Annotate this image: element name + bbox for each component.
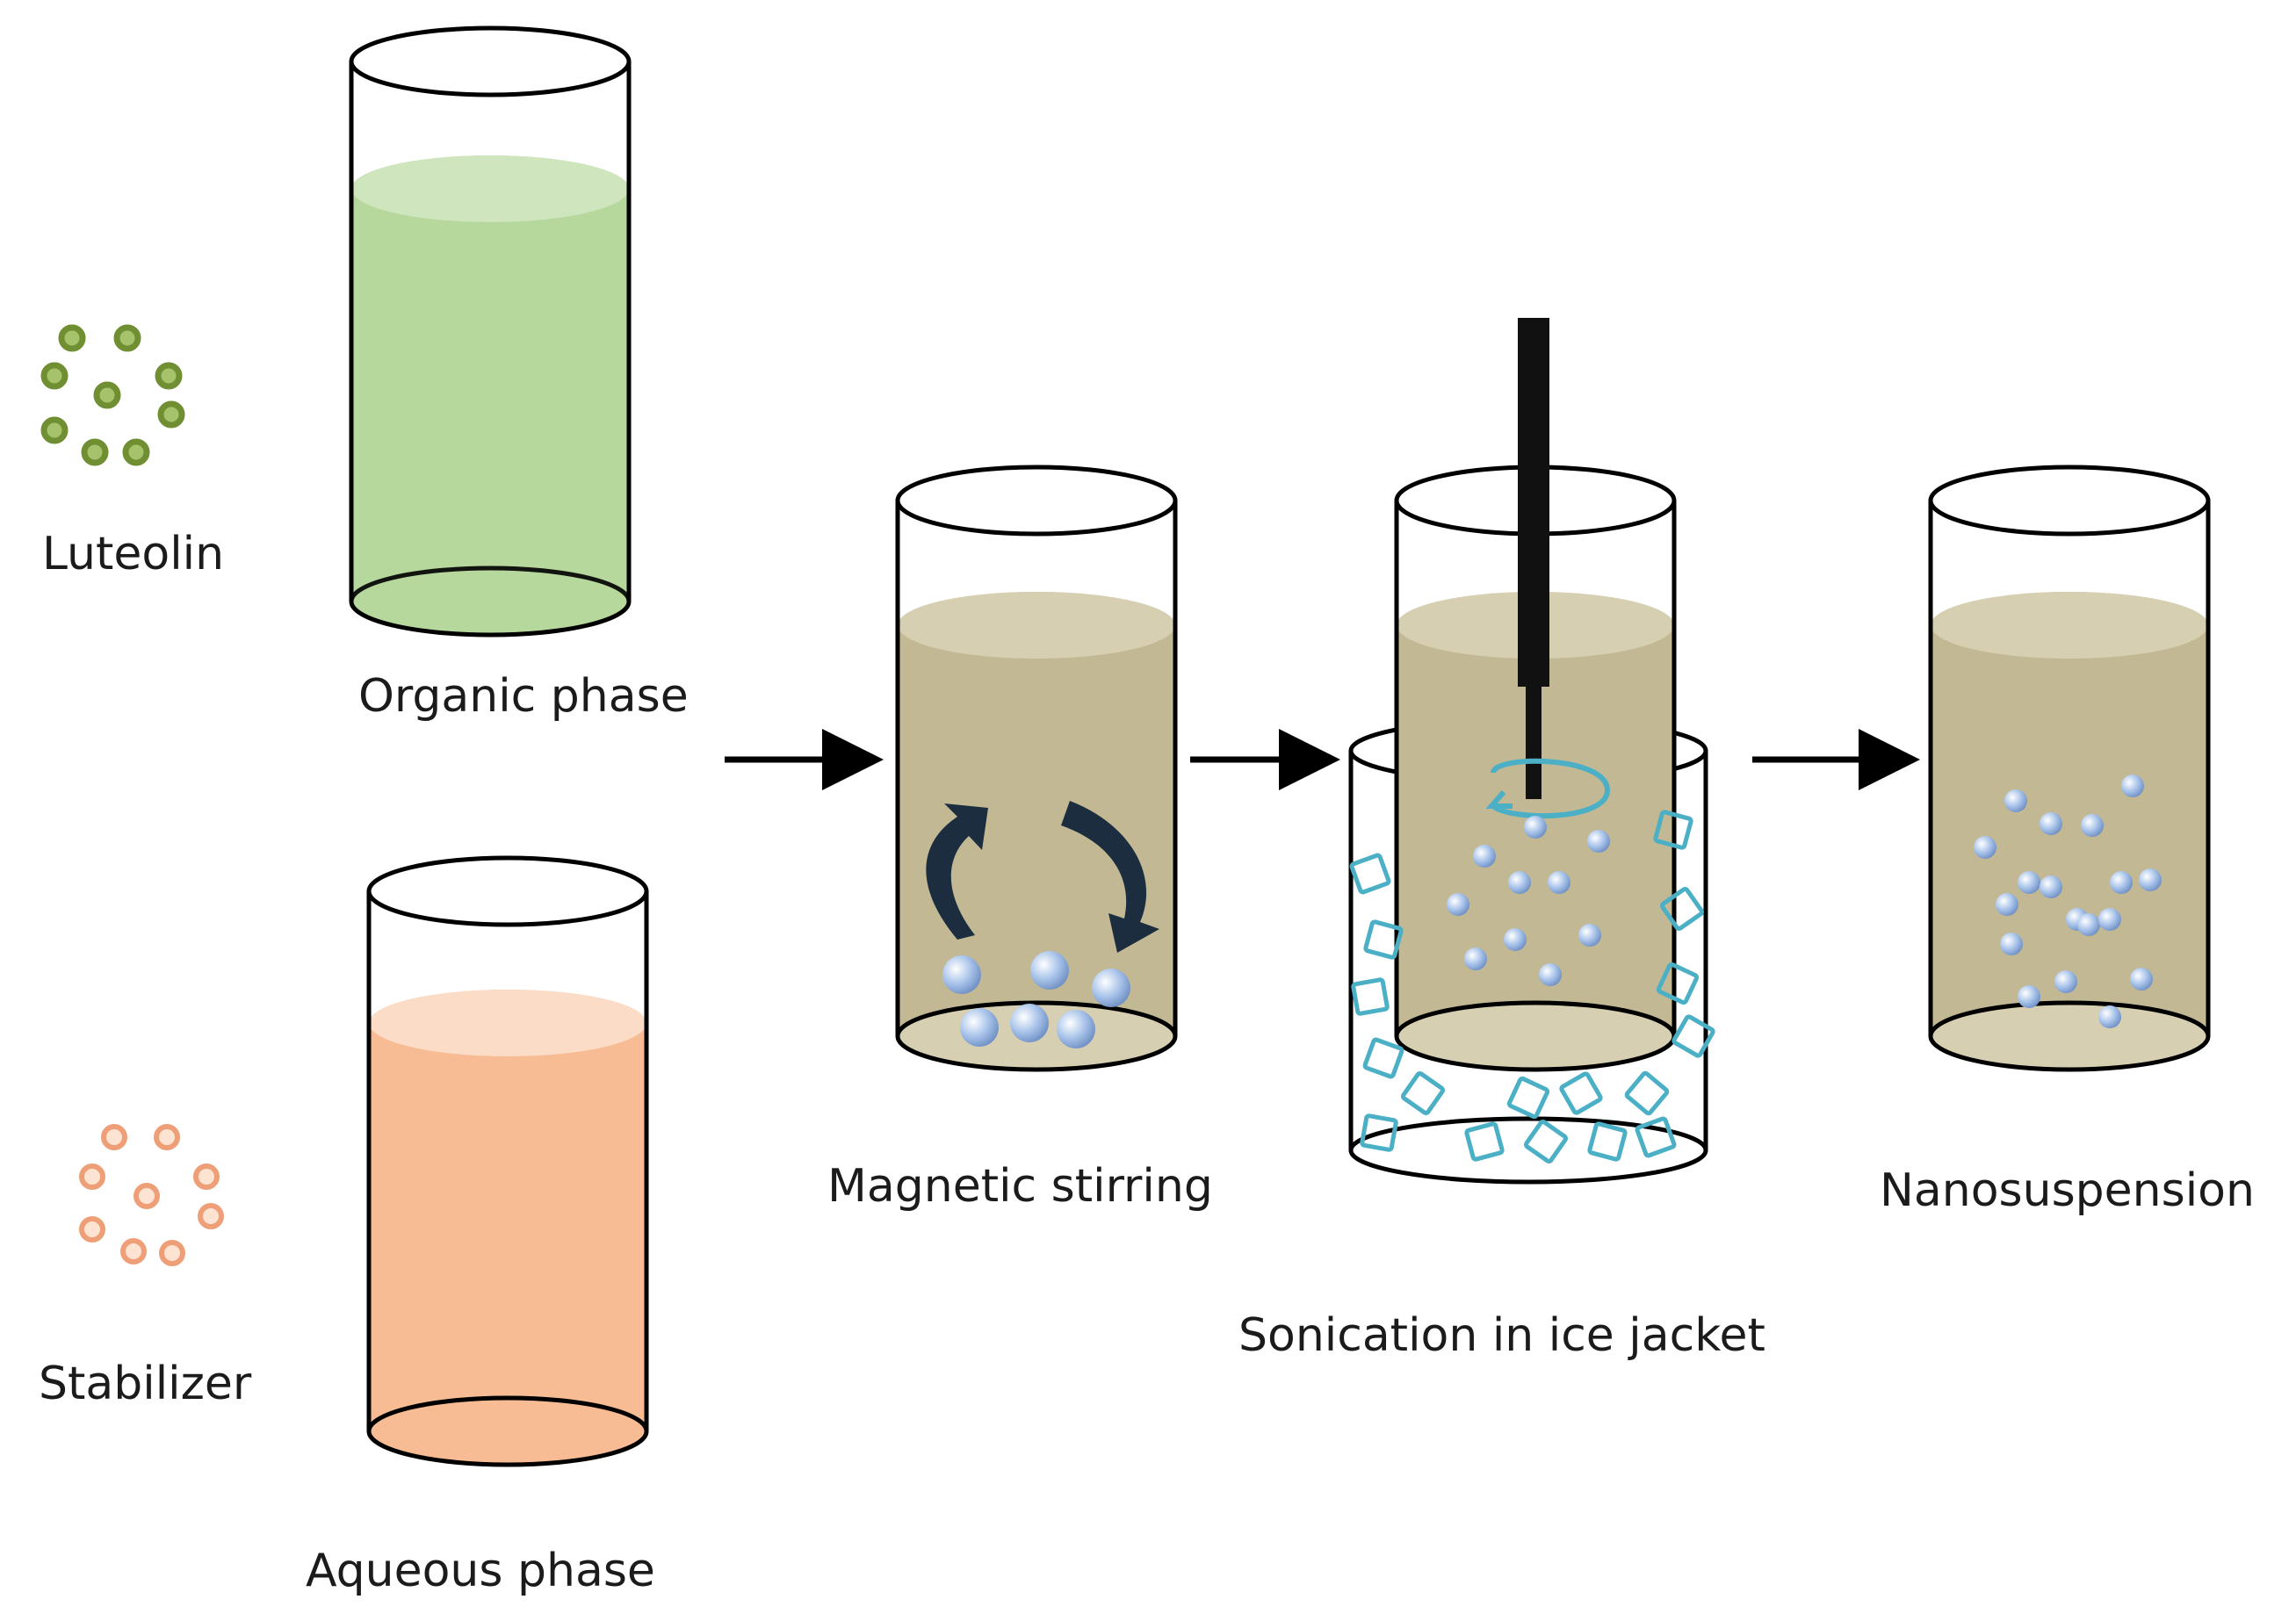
nanoparticle bbox=[1548, 871, 1570, 894]
stabilizer-molecule bbox=[159, 1240, 185, 1266]
nanoparticle bbox=[1447, 893, 1469, 916]
nanoparticle bbox=[1504, 928, 1527, 951]
stabilizer-molecule bbox=[198, 1203, 224, 1229]
ice-cube-icon bbox=[1349, 853, 1391, 895]
nanoparticle bbox=[1464, 947, 1487, 970]
nanoparticle bbox=[2077, 913, 2100, 936]
nanoparticle bbox=[2121, 774, 2144, 797]
nanoparticle bbox=[2040, 812, 2062, 835]
nanoparticle bbox=[1578, 924, 1601, 947]
sonication-label: Sonication in ice jacket bbox=[1238, 1309, 1765, 1362]
nanoparticle bbox=[2110, 871, 2133, 894]
ice-cube-icon bbox=[1624, 1070, 1670, 1116]
nanoparticle bbox=[1996, 893, 2018, 916]
luteolin-molecule bbox=[93, 381, 121, 409]
stabilizer-molecule bbox=[79, 1216, 105, 1243]
ice-cube-icon bbox=[1464, 1121, 1505, 1162]
stabilizer-molecules-icon bbox=[79, 1124, 224, 1266]
stabilizer-molecule bbox=[101, 1124, 127, 1150]
luteolin-label: Luteolin bbox=[42, 528, 224, 580]
luteolin-molecule bbox=[113, 324, 141, 352]
ice-cube-icon bbox=[1587, 1121, 1628, 1162]
nanoparticle bbox=[1974, 836, 1996, 859]
nanoparticle bbox=[960, 1008, 999, 1047]
luteolin-molecule bbox=[157, 400, 185, 429]
ice-cube-icon bbox=[1401, 1071, 1445, 1115]
nanoparticle bbox=[2018, 871, 2040, 894]
aqueous-phase-label: Aqueous phase bbox=[306, 1545, 655, 1597]
nanoparticle bbox=[1587, 830, 1610, 853]
aqueous-phase-beaker bbox=[366, 855, 649, 1467]
nanoparticle bbox=[2130, 968, 2153, 991]
ice-cube-icon bbox=[1559, 1071, 1603, 1115]
nanoparticle bbox=[2040, 875, 2062, 898]
nanoparticle bbox=[2000, 933, 2023, 955]
stabilizer-molecule bbox=[154, 1124, 180, 1150]
ice-cube-icon bbox=[1656, 962, 1700, 1005]
luteolin-molecule bbox=[40, 362, 69, 390]
nanoparticle bbox=[1057, 1010, 1095, 1048]
sonication-wave-icon bbox=[1485, 758, 1611, 819]
nanoparticle bbox=[2004, 789, 2027, 812]
nanoparticle bbox=[1473, 845, 1496, 868]
nanoparticle bbox=[2098, 908, 2121, 931]
nanoparticle bbox=[2098, 1005, 2121, 1028]
nanosuspension-label: Nanosuspension bbox=[1880, 1164, 2255, 1217]
nanosuspension-beaker bbox=[1928, 465, 2211, 1072]
nanoparticle bbox=[1092, 969, 1130, 1007]
organic-phase-label: Organic phase bbox=[358, 670, 689, 723]
sonication-setup bbox=[1348, 318, 1715, 1185]
ice-cube-icon bbox=[1653, 810, 1693, 850]
stabilizer-label: Stabilizer bbox=[39, 1358, 252, 1410]
magnetic-stirring-label: Magnetic stirring bbox=[827, 1160, 1213, 1213]
stir-arrow-icon bbox=[926, 801, 1159, 953]
ice-cube-icon bbox=[1671, 1014, 1715, 1058]
organic-phase-beaker bbox=[349, 25, 632, 638]
ice-cube-icon bbox=[1635, 1116, 1677, 1158]
nanoparticle bbox=[2018, 985, 2040, 1008]
luteolin-molecule bbox=[58, 324, 86, 352]
nanoparticle bbox=[1524, 816, 1547, 839]
luteolin-molecule bbox=[81, 438, 109, 466]
nanoparticle bbox=[1010, 1004, 1049, 1042]
ice-cube-icon bbox=[1362, 1037, 1404, 1079]
stabilizer-molecule bbox=[193, 1164, 220, 1190]
luteolin-molecules-icon bbox=[40, 324, 185, 466]
ice-cube-icon bbox=[1360, 1113, 1398, 1152]
nanoparticle bbox=[1539, 963, 1562, 986]
stabilizer-molecule bbox=[134, 1183, 160, 1209]
sonicator-probe-icon bbox=[1518, 318, 1549, 799]
luteolin-molecule bbox=[122, 438, 150, 466]
nanoparticle bbox=[2139, 868, 2162, 891]
ice-cube-icon bbox=[1349, 810, 1715, 1164]
ice-cube-icon bbox=[1524, 1120, 1568, 1164]
nanoparticle bbox=[942, 955, 981, 994]
nanoparticle bbox=[1030, 951, 1069, 990]
stabilizer-molecule bbox=[120, 1238, 147, 1264]
ice-cube-icon bbox=[1363, 919, 1404, 960]
luteolin-molecule bbox=[155, 362, 183, 390]
nanoparticle bbox=[2081, 814, 2104, 837]
ice-cube-icon bbox=[1660, 887, 1704, 931]
nanoparticle bbox=[2054, 970, 2077, 993]
nanoparticle bbox=[1508, 871, 1531, 894]
luteolin-molecule bbox=[40, 416, 69, 444]
ice-cube-icon bbox=[1506, 1076, 1550, 1120]
magnetic-stirring-beaker bbox=[895, 465, 1178, 1072]
stabilizer-molecule bbox=[79, 1164, 105, 1190]
ice-cube-icon bbox=[1351, 977, 1390, 1016]
